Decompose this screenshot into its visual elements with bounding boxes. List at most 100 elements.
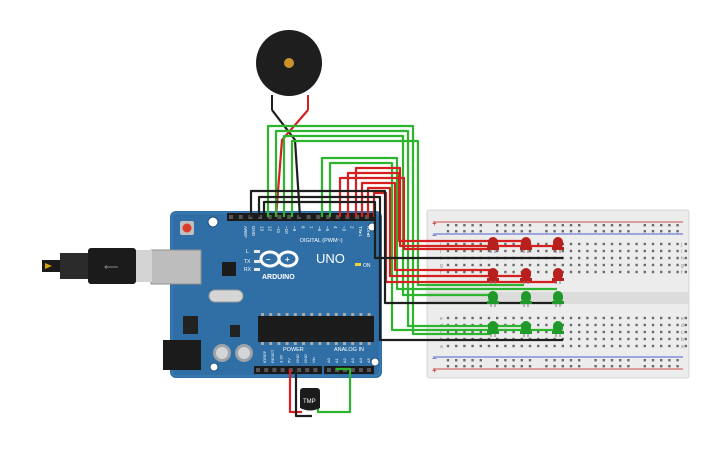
- power-pin-label: GND: [303, 354, 308, 363]
- led[interactable]: [487, 321, 499, 337]
- breadboard-hole: [487, 344, 491, 348]
- rail-minus-bottom: −: [432, 354, 437, 363]
- rail-hole: [643, 359, 646, 362]
- rail-hole: [479, 365, 482, 368]
- breadboard-hole: [643, 263, 646, 267]
- svg-text:–: –: [266, 255, 271, 264]
- analog-pin-label: A3: [350, 357, 355, 363]
- led[interactable]: [552, 291, 564, 307]
- rail-hole: [561, 224, 564, 227]
- temperature-sensor[interactable]: TMP: [300, 388, 320, 411]
- rail-hole: [594, 224, 597, 227]
- breadboard-hole: [545, 316, 548, 320]
- led[interactable]: [487, 291, 499, 307]
- rail-hole: [520, 230, 523, 233]
- digital-pin-label: 12: [268, 226, 273, 232]
- breadboard-hole: [627, 256, 630, 260]
- breadboard-hole: [668, 323, 671, 327]
- led[interactable]: [552, 237, 564, 253]
- led-array[interactable]: [487, 237, 564, 337]
- breadboard-hole: [455, 263, 458, 267]
- breadboard-hole: [545, 249, 548, 253]
- led[interactable]: [520, 268, 532, 284]
- rail-hole: [561, 365, 564, 368]
- row-letter: e: [440, 316, 443, 322]
- breadboard-hole: [569, 323, 573, 327]
- rail-hole: [471, 359, 474, 362]
- rail-hole: [676, 359, 679, 362]
- breadboard-hole: [561, 344, 564, 348]
- breadboard-hole: [619, 263, 622, 267]
- analog-pin-label: A4: [358, 357, 363, 363]
- rail-hole: [619, 230, 622, 233]
- led[interactable]: [487, 237, 499, 253]
- rail-hole: [569, 359, 573, 362]
- analog-pin-label: A5: [366, 357, 371, 363]
- breadboard-hole: [463, 263, 466, 267]
- rail-hole: [651, 224, 655, 227]
- piezo-buzzer[interactable]: [256, 30, 322, 110]
- breadboard-hole: [635, 249, 638, 253]
- chip-pin: [277, 313, 281, 316]
- rail-hole: [496, 365, 499, 368]
- rail-hole: [651, 365, 655, 368]
- rail-hole: [446, 224, 450, 227]
- breadboard-hole: [635, 270, 638, 274]
- breadboard-hole: [578, 323, 581, 327]
- svg-text:⟵: ⟵: [104, 262, 118, 273]
- chip-pin: [334, 342, 338, 345]
- breadboard-hole: [684, 249, 687, 253]
- breadboard-hole: [651, 270, 655, 274]
- rail-hole: [520, 365, 523, 368]
- breadboard-hole: [676, 270, 679, 274]
- rail-hole: [643, 230, 646, 233]
- chip-pin: [326, 313, 330, 316]
- breadboard-hole: [684, 270, 687, 274]
- digital-pin-label: ~11: [276, 226, 281, 234]
- led[interactable]: [520, 291, 532, 307]
- breadboard-hole: [479, 270, 482, 274]
- breadboard-hole: [528, 249, 532, 253]
- breadboard-hole: [602, 242, 605, 246]
- breadboard-hole: [463, 344, 466, 348]
- breadboard-hole: [602, 256, 605, 260]
- breadboard-hole: [684, 256, 687, 260]
- breadboard-hole: [569, 344, 573, 348]
- breadboard-hole: [660, 242, 663, 246]
- led[interactable]: [487, 268, 499, 284]
- wires[interactable]: [249, 109, 563, 418]
- reset-button[interactable]: [180, 221, 194, 235]
- chip-pin: [318, 313, 322, 316]
- led[interactable]: [552, 268, 564, 284]
- rail-hole: [479, 359, 482, 362]
- header-pin: [229, 215, 233, 219]
- power-pin-label: RESET: [270, 349, 275, 363]
- breadboard-hole: [586, 249, 589, 253]
- breadboard-hole: [668, 337, 671, 341]
- power-pin-label: IOREF: [262, 350, 267, 363]
- rail-hole: [455, 224, 458, 227]
- led[interactable]: [520, 321, 532, 337]
- row-letter: j: [680, 242, 682, 248]
- breadboard-hole: [643, 242, 646, 246]
- breadboard-hole: [528, 263, 532, 267]
- breadboard-hole: [660, 270, 663, 274]
- row-letter: f: [440, 270, 442, 276]
- header-pin: [272, 368, 277, 372]
- rail-hole: [610, 230, 614, 233]
- chip-pin: [359, 313, 363, 316]
- breadboard-hole: [602, 344, 605, 348]
- breadboard-hole: [512, 330, 515, 334]
- rail-hole: [643, 224, 646, 227]
- led-rim: [487, 278, 499, 281]
- chip-pin: [293, 313, 297, 316]
- led[interactable]: [520, 237, 532, 253]
- breadboard-hole: [610, 330, 614, 334]
- usb-port: [150, 249, 202, 285]
- breadboard-hole: [627, 270, 630, 274]
- usb-cable[interactable]: ⟵: [42, 248, 152, 284]
- led[interactable]: [552, 321, 564, 337]
